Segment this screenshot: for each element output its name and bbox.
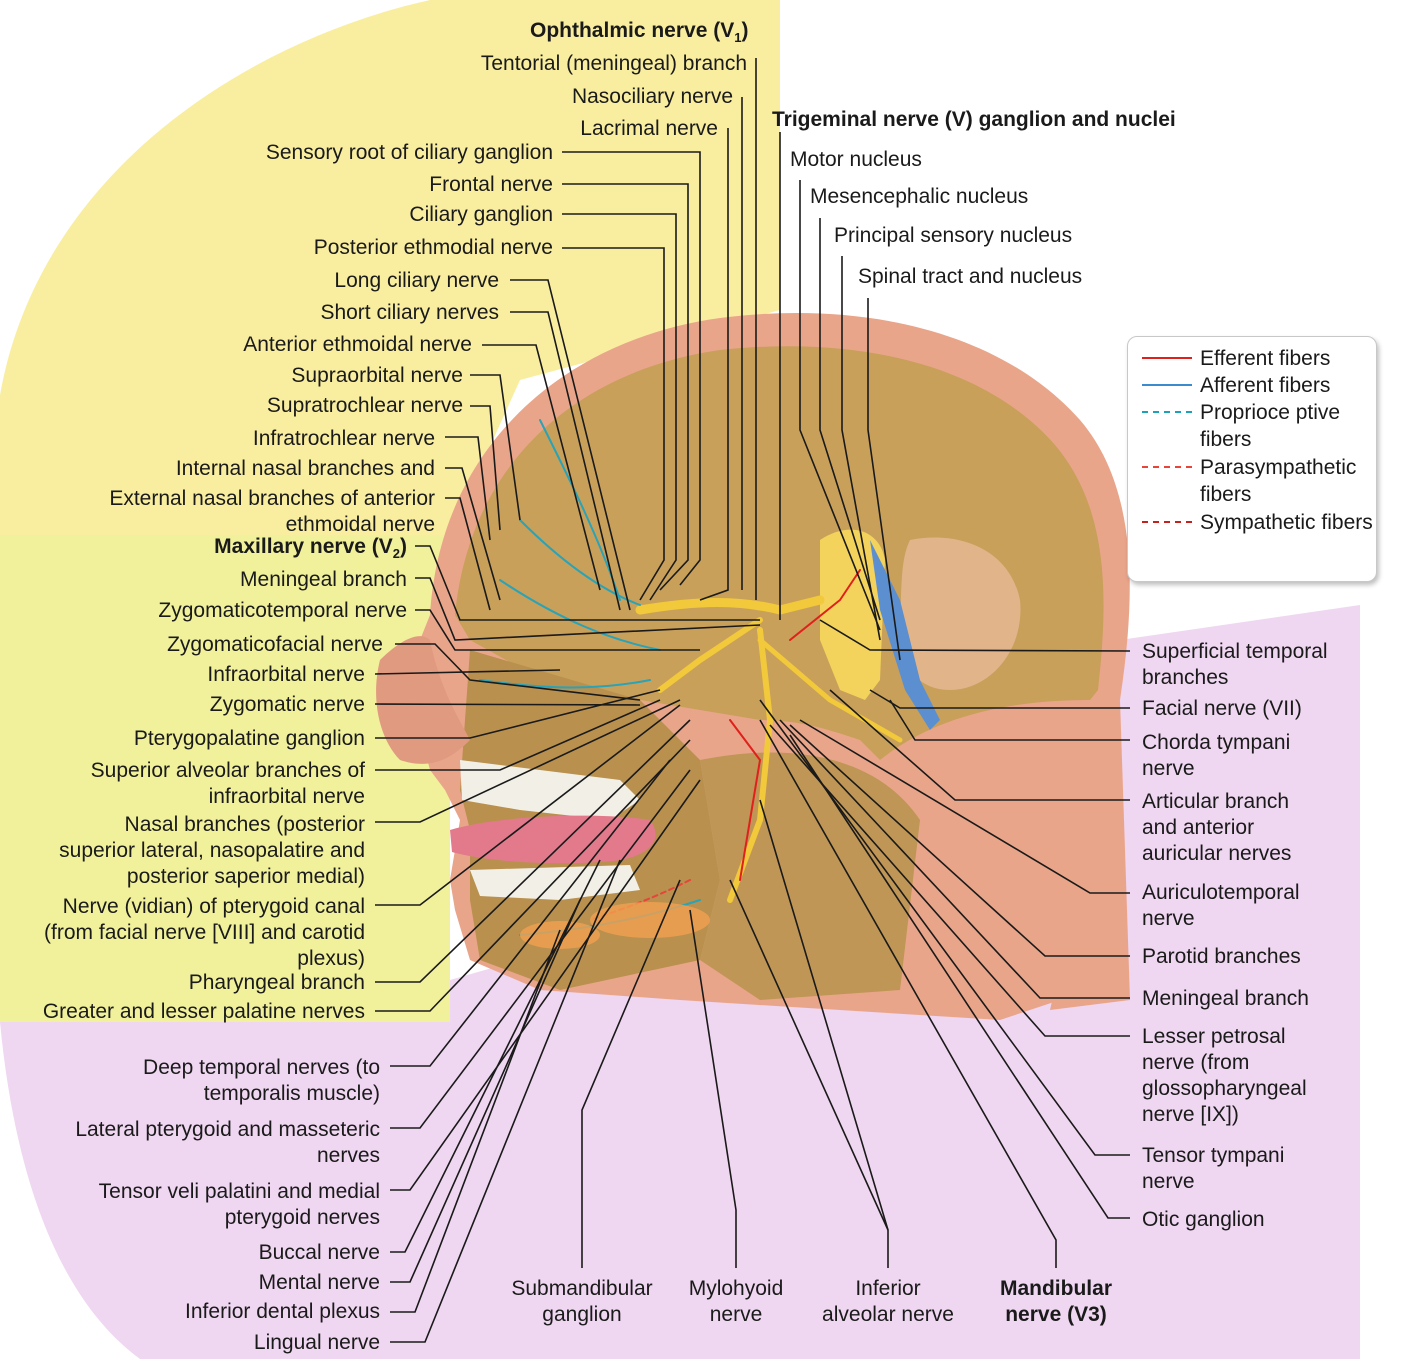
label-meningeal-branch-v2: Meningeal branch xyxy=(240,568,407,591)
label-internal-nasal: Internal nasal branches and xyxy=(175,457,435,480)
maxillary-nerve-heading: Maxillary nerve (V2) xyxy=(214,535,407,562)
label-lingual-nerve: Lingual nerve xyxy=(253,1331,380,1354)
label-inferior-dental-plexus: Inferior dental plexus xyxy=(185,1300,380,1323)
label-palatine-nerves: Greater and lesser palatine nerves xyxy=(42,1000,365,1023)
label-mylohyoid-nerve-2: nerve xyxy=(709,1303,763,1326)
label-supraorbital: Supraorbital nerve xyxy=(291,364,463,387)
label-lacrimal-nerve: Lacrimal nerve xyxy=(580,117,718,140)
label-long-ciliary: Long ciliary nerve xyxy=(334,269,499,292)
label-mandibular-nerve: Mandibular xyxy=(999,1277,1112,1300)
label-short-ciliary: Short ciliary nerves xyxy=(320,301,499,324)
label-sensory-root-ciliary: Sensory root of ciliary ganglion xyxy=(265,141,553,164)
label-articular-branch: Articular branch xyxy=(1142,790,1290,813)
label-zygomaticofacial: Zygomaticofacial nerve xyxy=(167,633,383,656)
legend-efferent-label: Efferent fibers xyxy=(1200,347,1331,370)
label-tensor-tympani-2: nerve xyxy=(1142,1170,1195,1193)
legend: Efferent fibers Afferent fibers Proprioc… xyxy=(1127,336,1377,582)
legend-proprioceptive-swatch xyxy=(1142,411,1192,413)
label-nasal-branches-1: Nasal branches (posterior xyxy=(124,813,365,836)
label-principal-sensory-nucleus: Principal sensory nucleus xyxy=(834,224,1073,247)
label-mental-nerve: Mental nerve xyxy=(258,1271,380,1294)
label-lesser-petrosal-3: glossopharyngeal xyxy=(1142,1077,1307,1100)
label-submandibular-ganglion: Submandibular xyxy=(511,1277,653,1300)
ophthalmic-nerve-heading: Ophthalmic nerve (V1) xyxy=(530,19,749,46)
label-vidian-2: (from facial nerve [VIII] and carotid xyxy=(44,921,365,944)
label-vidian-1: Nerve (vidian) of pterygoid canal xyxy=(62,895,365,918)
label-inferior-alveolar-2: alveolar nerve xyxy=(822,1303,954,1326)
legend-proprioceptive-label: Proprioce ptive fibers xyxy=(1200,401,1341,451)
label-inferior-alveolar: Inferior xyxy=(855,1277,921,1300)
label-auriculotemporal-2: nerve xyxy=(1142,907,1195,930)
label-ciliary-ganglion: Ciliary ganglion xyxy=(409,203,553,226)
label-deep-temporal-2: temporalis muscle) xyxy=(203,1082,380,1105)
label-buccal-nerve: Buccal nerve xyxy=(258,1241,380,1264)
label-superior-alveolar: Superior alveolar branches of xyxy=(90,759,365,782)
label-mylohyoid-nerve: Mylohyoid xyxy=(688,1277,784,1300)
legend-sympathetic-swatch xyxy=(1142,521,1192,523)
label-superficial-temporal: Superficial temporal xyxy=(1142,640,1328,663)
maxillary-region xyxy=(0,535,450,1022)
legend-parasympathetic: Parasympathetic fibers xyxy=(1128,454,1376,510)
label-tentorial-branch: Tentorial (meningeal) branch xyxy=(480,52,747,75)
label-tensor-veli-palatini: Tensor veli palatini and medial xyxy=(98,1180,380,1203)
legend-parasympathetic-label: Parasympathetic fibers xyxy=(1200,456,1357,506)
label-infratrochlear: Infratrochlear nerve xyxy=(252,427,435,450)
label-lesser-petrosal-2: nerve (from xyxy=(1142,1051,1250,1074)
label-mandibular-nerve-2: nerve (V3) xyxy=(1005,1303,1107,1326)
label-deep-temporal: Deep temporal nerves (to xyxy=(143,1056,380,1079)
label-mesencephalic-nucleus: Mesencephalic nucleus xyxy=(810,185,1029,208)
label-nasal-branches-2: superior lateral, nasopalatire and xyxy=(59,839,365,862)
legend-efferent-swatch xyxy=(1142,357,1192,359)
label-lesser-petrosal: Lesser petrosal xyxy=(1142,1025,1286,1048)
label-zygomaticotemporal: Zygomaticotemporal nerve xyxy=(158,599,407,622)
mandibular-region xyxy=(0,605,1360,1359)
label-ethmoidal-nerve: ethmoidal nerve xyxy=(285,513,435,536)
label-lesser-petrosal-4: nerve [IX]) xyxy=(1142,1103,1239,1126)
label-nasal-branches-3: posterior saperior medial) xyxy=(126,865,365,888)
label-tensor-veli-palatini-2: pterygoid nerves xyxy=(224,1206,380,1229)
label-otic-ganglion: Otic ganglion xyxy=(1142,1208,1265,1231)
label-articular-branch-2: and anterior xyxy=(1142,816,1255,839)
label-frontal-nerve: Frontal nerve xyxy=(429,173,553,196)
label-articular-branch-3: auricular nerves xyxy=(1142,842,1292,865)
label-infraorbital: Infraorbital nerve xyxy=(207,663,365,686)
legend-sympathetic: Sympathetic fibers xyxy=(1128,509,1376,565)
label-infraorbital-nerve-2: infraorbital nerve xyxy=(208,785,365,808)
label-meningeal-branch-v3: Meningeal branch xyxy=(1142,987,1309,1010)
label-auriculotemporal: Auriculotemporal xyxy=(1142,881,1300,904)
label-lateral-pterygoid-2: nerves xyxy=(316,1144,380,1167)
trigeminal-heading: Trigeminal nerve (V) ganglion and nuclei xyxy=(772,108,1176,131)
legend-afferent-label: Afferent fibers xyxy=(1200,374,1331,397)
label-spinal-tract-nucleus: Spinal tract and nucleus xyxy=(858,265,1083,288)
legend-parasympathetic-swatch xyxy=(1142,466,1192,468)
label-posterior-ethmoidal: Posterior ethmodial nerve xyxy=(313,236,553,259)
label-submandibular-ganglion-2: ganglion xyxy=(542,1303,622,1326)
ophthalmic-region xyxy=(0,0,780,535)
label-external-nasal: External nasal branches of anterior xyxy=(109,487,435,510)
label-pharyngeal-branch: Pharyngeal branch xyxy=(188,971,365,994)
label-pterygopalatine-ganglion: Pterygopalatine ganglion xyxy=(133,727,365,750)
label-anterior-ethmoidal: Anterior ethmoidal nerve xyxy=(243,333,472,356)
label-facial-nerve: Facial nerve (VII) xyxy=(1142,697,1302,720)
leader-lines xyxy=(374,58,1131,1343)
label-lateral-pterygoid: Lateral pterygoid and masseteric xyxy=(75,1118,380,1141)
label-tensor-tympani: Tensor tympani xyxy=(1142,1144,1285,1167)
label-vidian-3: plexus) xyxy=(297,947,365,970)
label-parotid-branches: Parotid branches xyxy=(1142,945,1301,968)
label-motor-nucleus: Motor nucleus xyxy=(790,148,922,171)
legend-efferent: Efferent fibers xyxy=(1128,345,1376,373)
label-zygomatic: Zygomatic nerve xyxy=(209,693,365,716)
label-supratrochlear: Supratrochlear nerve xyxy=(266,394,463,417)
legend-proprioceptive: Proprioce ptive fibers xyxy=(1128,399,1376,455)
label-superficial-temporal-2: branches xyxy=(1142,666,1229,689)
label-chorda-tympani-2: nerve xyxy=(1142,757,1195,780)
label-chorda-tympani: Chorda tympani xyxy=(1142,731,1291,754)
label-nasociliary-nerve: Nasociliary nerve xyxy=(571,85,733,108)
legend-sympathetic-label: Sympathetic fibers xyxy=(1200,511,1373,534)
legend-afferent: Afferent fibers xyxy=(1128,372,1376,400)
legend-afferent-swatch xyxy=(1142,384,1192,386)
nerve-branches xyxy=(479,419,903,949)
